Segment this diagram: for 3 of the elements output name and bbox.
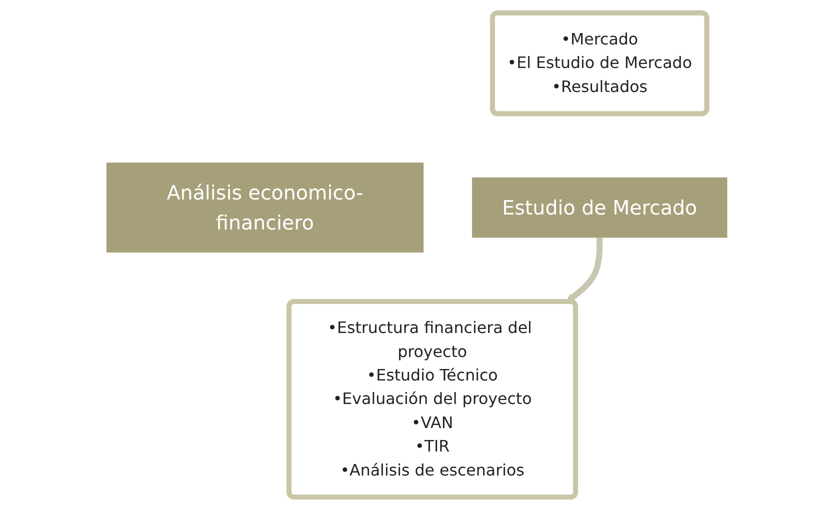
arrow bbox=[566, 237, 603, 302]
node-box: Estudio de Mercado bbox=[472, 177, 728, 238]
node-box: Análisis economico-financiero bbox=[106, 162, 424, 253]
